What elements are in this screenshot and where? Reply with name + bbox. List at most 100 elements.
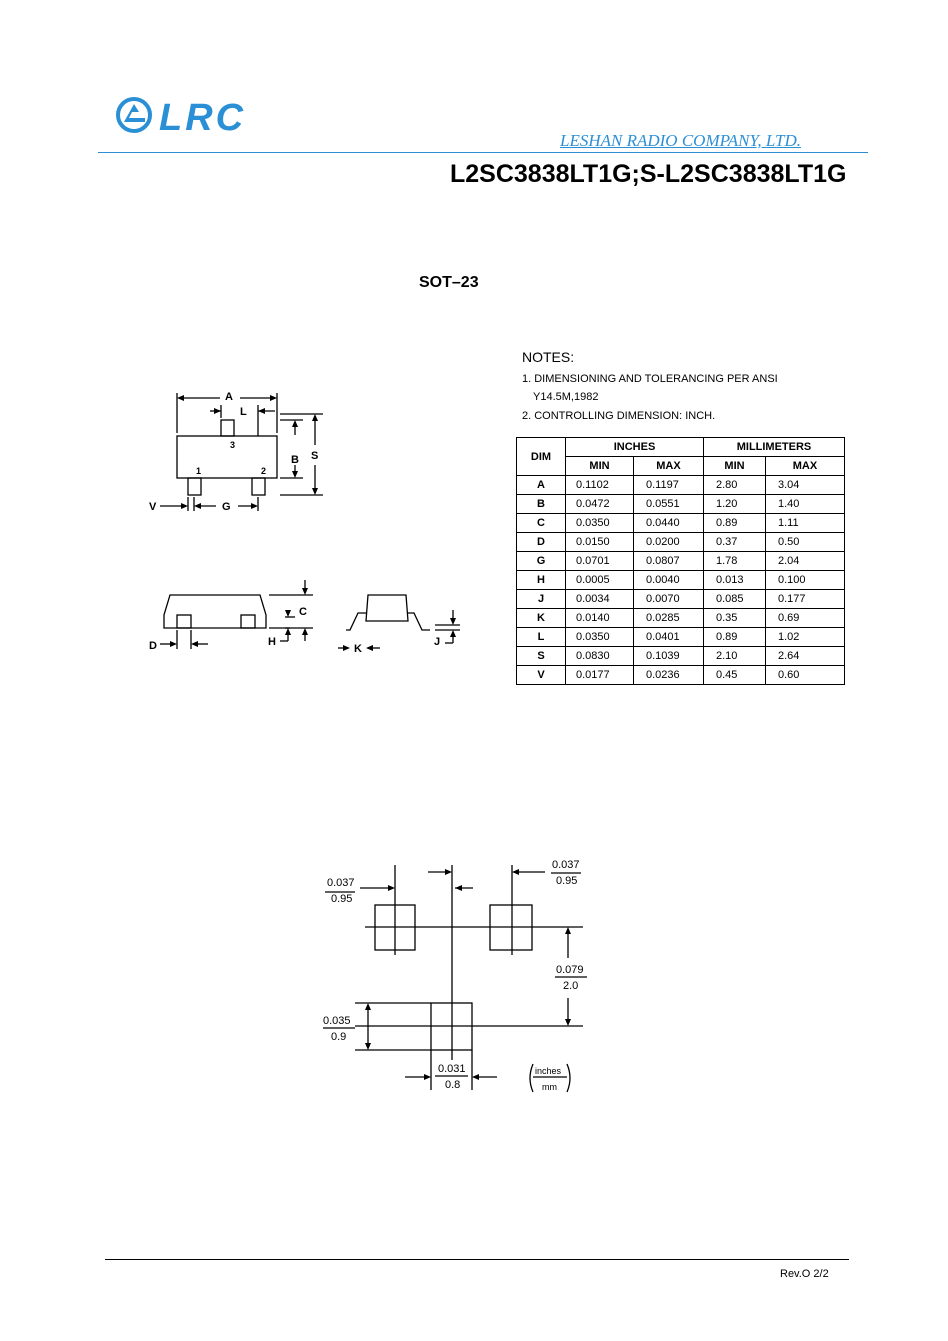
unit-inches: inches	[535, 1066, 562, 1076]
cell-mm-max: 0.60	[765, 665, 845, 685]
logo-text: LRC	[159, 97, 246, 138]
cell-in-min: 0.0140	[565, 608, 634, 628]
cell-dim: H	[516, 570, 566, 590]
label-V: V	[149, 501, 157, 513]
pin-1-label: 1	[196, 466, 201, 476]
cell-mm-min: 1.78	[703, 551, 766, 571]
end-view-drawing: K J	[338, 594, 460, 655]
note-1-continued: Y14.5M,1982	[533, 391, 599, 403]
pin-3-label: 3	[230, 440, 235, 450]
cell-in-min: 0.0830	[565, 646, 634, 666]
label-K: K	[354, 643, 362, 655]
cell-mm-min: 0.013	[703, 570, 766, 590]
inches-min-header: MIN	[565, 456, 634, 476]
cell-in-min: 0.0177	[565, 665, 634, 685]
cell-dim: S	[516, 646, 566, 666]
fp-top-right-inches: 0.037	[552, 859, 580, 871]
cell-in-min: 0.0701	[565, 551, 634, 571]
side-view-drawing: C D H	[149, 580, 313, 652]
cell-in-min: 0.0472	[565, 494, 634, 514]
cell-mm-max: 2.04	[765, 551, 845, 571]
mm-max-header: MAX	[765, 456, 845, 476]
cell-in-max: 0.0070	[633, 589, 704, 609]
cell-dim: J	[516, 589, 566, 609]
cell-in-max: 0.0551	[633, 494, 704, 514]
cell-dim: V	[516, 665, 566, 685]
lrc-logo: LRC	[116, 97, 246, 138]
cell-mm-max: 0.50	[765, 532, 845, 552]
cell-in-min: 0.0034	[565, 589, 634, 609]
cell-mm-max: 1.11	[765, 513, 845, 533]
fp-bottom-inches: 0.031	[438, 1063, 466, 1075]
top-view-drawing: A L B S V G 3 1 2	[149, 391, 323, 513]
cell-in-max: 0.1039	[633, 646, 704, 666]
fp-top-left-mm: 0.95	[331, 893, 352, 905]
note-2: 2. CONTROLLING DIMENSION: INCH.	[522, 410, 716, 422]
unit-mm: mm	[542, 1082, 557, 1092]
cell-in-max: 0.0440	[633, 513, 704, 533]
cell-mm-min: 0.45	[703, 665, 766, 685]
label-S: S	[311, 450, 318, 462]
cell-in-max: 0.0236	[633, 665, 704, 685]
cell-mm-min: 0.35	[703, 608, 766, 628]
cell-mm-max: 3.04	[765, 475, 845, 495]
cell-mm-max: 1.40	[765, 494, 845, 514]
cell-dim: A	[516, 475, 566, 495]
cell-in-min: 0.1102	[565, 475, 634, 495]
footer-divider	[105, 1259, 849, 1260]
cell-in-max: 0.0401	[633, 627, 704, 647]
cell-mm-min: 1.20	[703, 494, 766, 514]
label-C: C	[299, 606, 307, 618]
mm-min-header: MIN	[703, 456, 766, 476]
cell-dim: C	[516, 513, 566, 533]
cell-mm-min: 0.89	[703, 627, 766, 647]
fp-left-inches: 0.035	[323, 1015, 351, 1027]
fp-right-inches: 0.079	[556, 964, 584, 976]
label-G: G	[222, 501, 231, 513]
cell-dim: B	[516, 494, 566, 514]
label-J: J	[434, 636, 440, 648]
cell-mm-min: 0.085	[703, 589, 766, 609]
cell-in-max: 0.0807	[633, 551, 704, 571]
label-B: B	[291, 454, 299, 466]
label-A: A	[225, 391, 233, 403]
cell-in-max: 0.1197	[633, 475, 704, 495]
cell-mm-max: 1.02	[765, 627, 845, 647]
part-number-title: L2SC3838LT1G;S-L2SC3838LT1G	[450, 160, 847, 188]
label-L: L	[240, 406, 247, 418]
cell-mm-max: 0.69	[765, 608, 845, 628]
cell-mm-min: 2.80	[703, 475, 766, 495]
cell-in-min: 0.0005	[565, 570, 634, 590]
label-H: H	[268, 636, 276, 648]
dimension-table: DIM INCHES MILLIMETERS MIN MAX MIN MAX A…	[516, 437, 845, 685]
fp-top-right-mm: 0.95	[556, 875, 577, 887]
note-1: 1. DIMENSIONING AND TOLERANCING PER ANSI	[522, 373, 778, 385]
fp-left-mm: 0.9	[331, 1031, 346, 1043]
millimeters-header: MILLIMETERS	[703, 437, 845, 457]
revision-label: Rev.O 2/2	[780, 1268, 829, 1280]
header-divider	[98, 152, 868, 153]
company-name: LESHAN RADIO COMPANY, LTD.	[560, 131, 802, 150]
cell-mm-max: 2.64	[765, 646, 845, 666]
fp-bottom-mm: 0.8	[445, 1079, 460, 1091]
cell-mm-max: 0.100	[765, 570, 845, 590]
package-title: SOT–23	[419, 274, 479, 291]
cell-in-min: 0.0350	[565, 513, 634, 533]
cell-dim: D	[516, 532, 566, 552]
cell-in-min: 0.0350	[565, 627, 634, 647]
cell-mm-min: 0.89	[703, 513, 766, 533]
cell-mm-min: 2.10	[703, 646, 766, 666]
cell-in-max: 0.0285	[633, 608, 704, 628]
